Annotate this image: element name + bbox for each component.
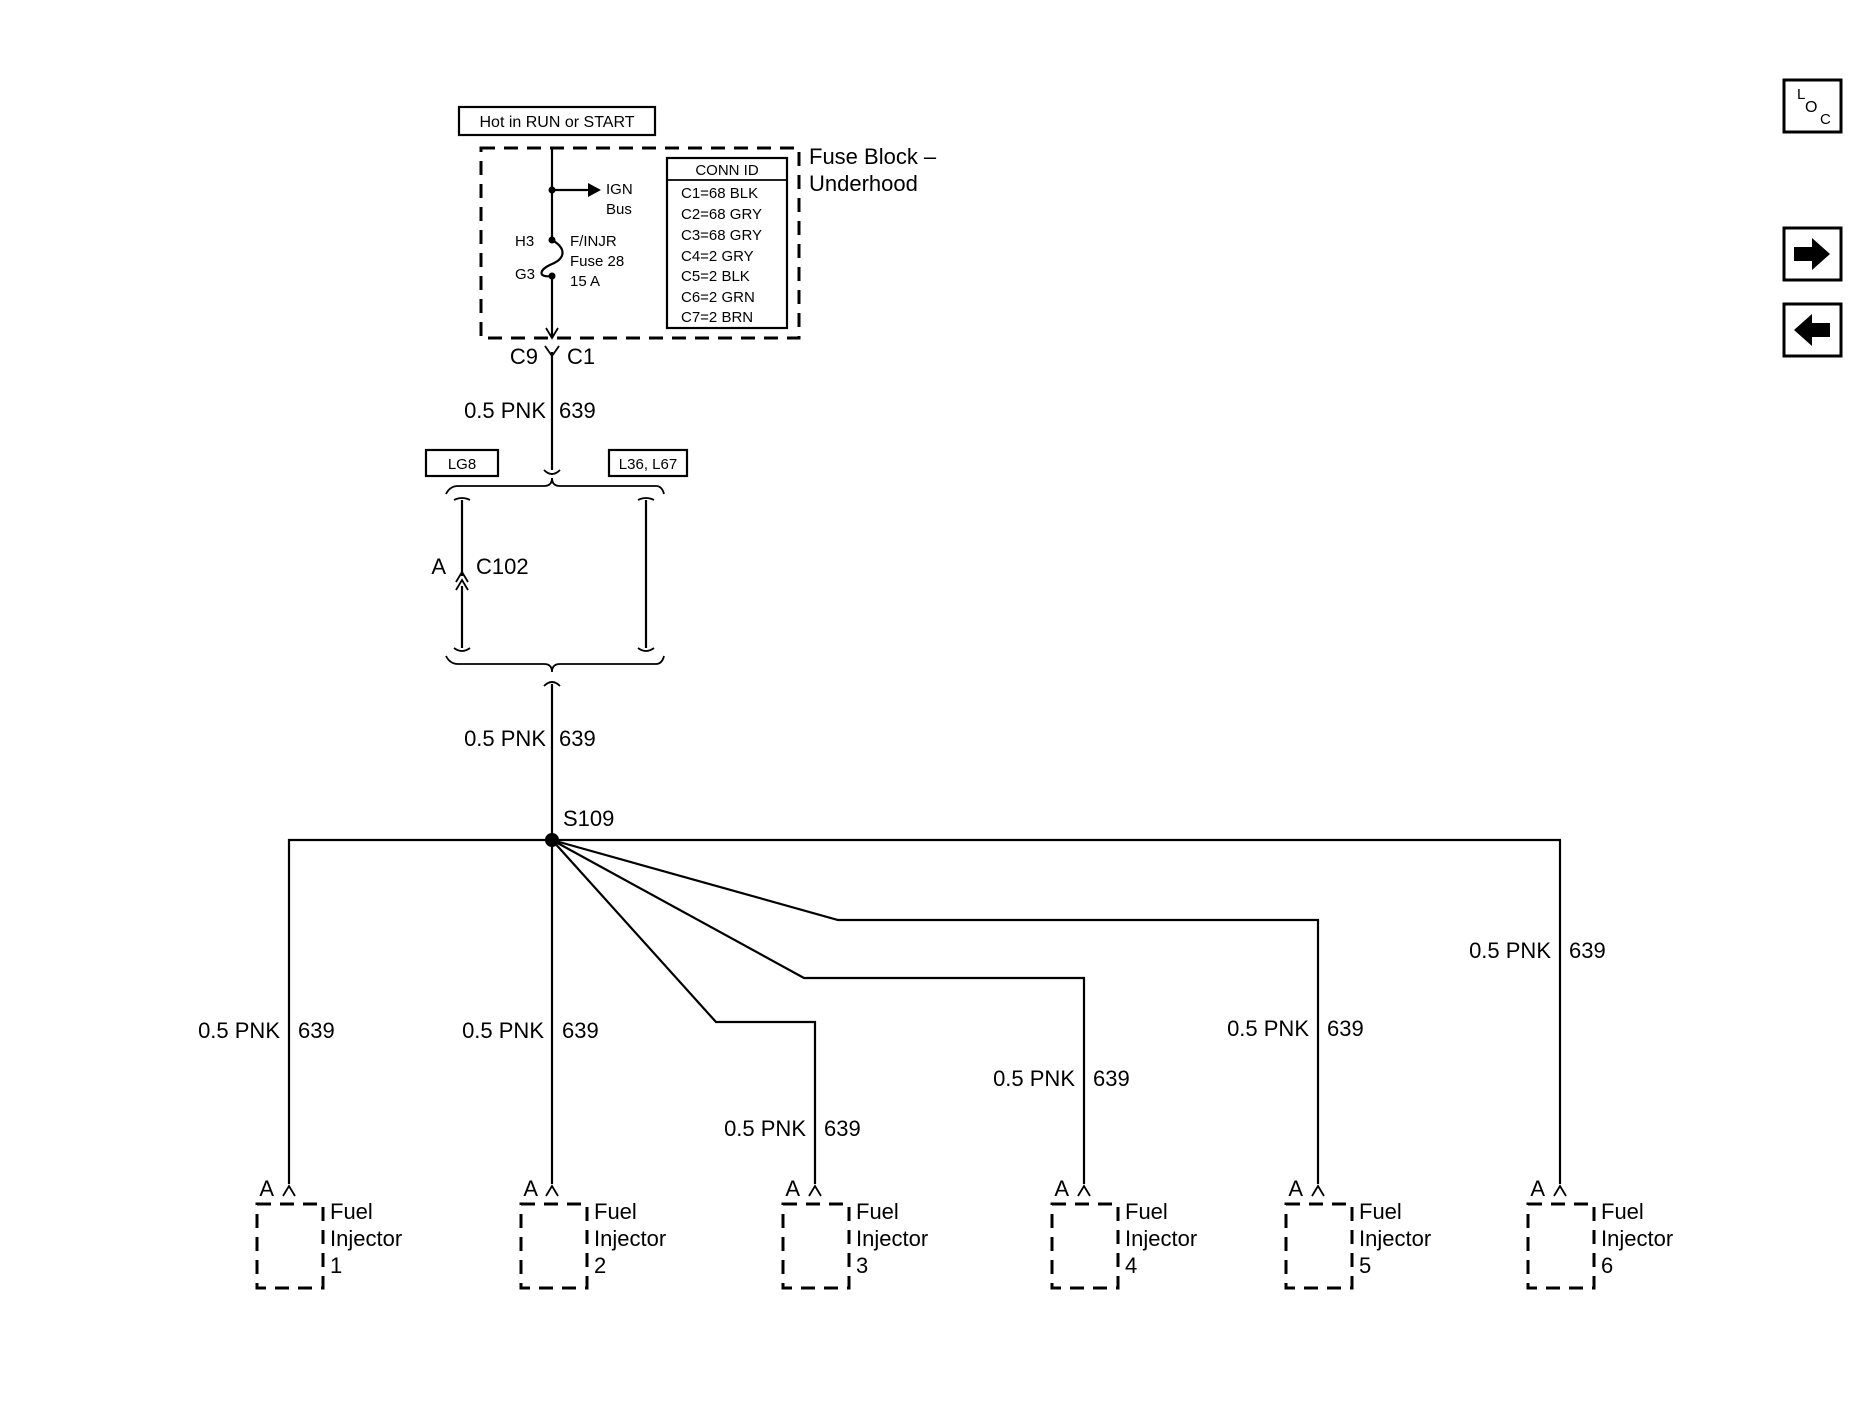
forward-button[interactable] xyxy=(1782,226,1843,282)
loc-icon-letter: O xyxy=(1805,99,1817,116)
c102-connector-label: C102 xyxy=(476,554,529,579)
conn-id-row: C4=2 GRY xyxy=(681,248,754,265)
ign-bus-label-2: Bus xyxy=(606,201,632,218)
upper-option-brace xyxy=(445,477,665,495)
injector-number: 4 xyxy=(1125,1253,1137,1278)
lower-option-brace xyxy=(445,655,665,673)
option-l36-l67-label: L36, L67 xyxy=(619,456,677,473)
conn-id-row: C3=68 GRY xyxy=(681,227,762,244)
injector-pin-label: A xyxy=(1288,1176,1303,1201)
injector-wire-labels: 0.5 PNK 639 0.5 PNK 639 0.5 PNK 639 0.5 … xyxy=(198,938,1606,1141)
loc-icon-letter: C xyxy=(1820,111,1831,128)
wire-label-size-color: 0.5 PNK xyxy=(462,1018,544,1043)
wire-label-circuit: 639 xyxy=(559,398,596,423)
injector-label-2: Injector xyxy=(1125,1226,1197,1251)
wire-label-size-color: 0.5 PNK xyxy=(1227,1016,1309,1041)
wire-label-size-color: 0.5 PNK xyxy=(464,398,546,423)
injector-pin-label: A xyxy=(785,1176,800,1201)
ign-bus-arrow-icon xyxy=(588,183,601,197)
fuse-block-title-2: Underhood xyxy=(809,171,918,196)
conn-id-row: C2=68 GRY xyxy=(681,206,762,223)
loc-button[interactable]: L O C xyxy=(1782,78,1843,134)
fuse-icon xyxy=(540,239,564,278)
injector-number: 3 xyxy=(856,1253,868,1278)
injector-label-1: Fuel xyxy=(330,1199,373,1224)
injector-label-2: Injector xyxy=(856,1226,928,1251)
wire-label-circuit: 639 xyxy=(559,726,596,751)
injector-number: 5 xyxy=(1359,1253,1371,1278)
wire-label-size-color: 0.5 PNK xyxy=(724,1116,806,1141)
injector-label-1: Fuel xyxy=(1125,1199,1168,1224)
injector-label-2: Injector xyxy=(1359,1226,1431,1251)
fuel-injector-4: A Fuel Injector 4 xyxy=(1050,1176,1197,1290)
injector-label-2: Injector xyxy=(1601,1226,1673,1251)
fuel-injector-5: A Fuel Injector 5 xyxy=(1284,1176,1431,1290)
option-brackets: LG8 L36, L67 A C102 xyxy=(424,448,689,673)
fuel-injector-3: A Fuel Injector 3 xyxy=(781,1176,928,1290)
splice-s109-label: S109 xyxy=(563,806,614,831)
conn-id-table: CONN ID C1=68 BLK C2=68 GRY C3=68 GRY C4… xyxy=(665,156,789,330)
injector-number: 6 xyxy=(1601,1253,1613,1278)
injector-feed-wires xyxy=(287,838,1562,1184)
connector-c9-label: C9 xyxy=(510,344,538,369)
wire-label-size-color: 0.5 PNK xyxy=(198,1018,280,1043)
connector-c1-label: C1 xyxy=(567,344,595,369)
wire-label-circuit: 639 xyxy=(1569,938,1606,963)
fuel-injector-1: A Fuel Injector 1 xyxy=(255,1176,402,1290)
loc-icon-letter: L xyxy=(1797,86,1805,103)
conn-id-row: C5=2 BLK xyxy=(681,268,750,285)
option-lg8-label: LG8 xyxy=(448,456,476,473)
fuse-number: Fuse 28 xyxy=(570,253,624,270)
conn-id-row: C6=2 GRN xyxy=(681,289,755,306)
fuse-terminal-h3: H3 xyxy=(515,233,534,250)
injector-number: 2 xyxy=(594,1253,606,1278)
fuel-injector-2: A Fuel Injector 2 xyxy=(519,1176,666,1290)
injector-number: 1 xyxy=(330,1253,342,1278)
wire-break-icon xyxy=(543,469,561,475)
connector-c9-c1: C9 C1 xyxy=(510,344,595,369)
c102-pin-label: A xyxy=(431,554,446,579)
injector-label-1: Fuel xyxy=(1359,1199,1402,1224)
arrow-right-icon xyxy=(1794,238,1830,270)
injector-label-2: Injector xyxy=(330,1226,402,1251)
wire-label-circuit: 639 xyxy=(562,1018,599,1043)
loc-icon: L O C xyxy=(1797,86,1831,128)
injector-label-1: Fuel xyxy=(856,1199,899,1224)
back-button[interactable] xyxy=(1782,302,1843,358)
fuse-rating: 15 A xyxy=(570,273,600,290)
power-source: Hot in RUN or START xyxy=(457,105,657,137)
injector-pin-label: A xyxy=(1530,1176,1545,1201)
conn-id-row: C7=2 BRN xyxy=(681,309,753,326)
power-source-label: Hot in RUN or START xyxy=(480,114,635,131)
fuse-terminal-g3: G3 xyxy=(515,266,535,283)
wire-label-size-color: 0.5 PNK xyxy=(993,1066,1075,1091)
injector-pin-label: A xyxy=(259,1176,274,1201)
fuse-block: Fuse Block – Underhood IGN Bus H3 G3 F/I… xyxy=(479,144,937,340)
wire-label-circuit: 639 xyxy=(824,1116,861,1141)
injector-label-2: Injector xyxy=(594,1226,666,1251)
fuse-block-title-1: Fuse Block – xyxy=(809,144,937,169)
ign-bus-label-1: IGN xyxy=(606,181,633,198)
wire-label-size-color: 0.5 PNK xyxy=(464,726,546,751)
injector-label-1: Fuel xyxy=(1601,1199,1644,1224)
wire-label-size-color: 0.5 PNK xyxy=(1469,938,1551,963)
injector-pin-label: A xyxy=(523,1176,538,1201)
injector-pin-label: A xyxy=(1054,1176,1069,1201)
conn-id-row: C1=68 BLK xyxy=(681,185,758,202)
arrow-left-icon xyxy=(1794,314,1830,346)
injector-label-1: Fuel xyxy=(594,1199,637,1224)
wire-label-circuit: 639 xyxy=(298,1018,335,1043)
wire-label-circuit: 639 xyxy=(1327,1016,1364,1041)
conn-id-header: CONN ID xyxy=(695,162,759,179)
fuse-name: F/INJR xyxy=(570,233,617,250)
fuel-injector-6: A Fuel Injector 6 xyxy=(1526,1176,1673,1290)
wire-label-circuit: 639 xyxy=(1093,1066,1130,1091)
